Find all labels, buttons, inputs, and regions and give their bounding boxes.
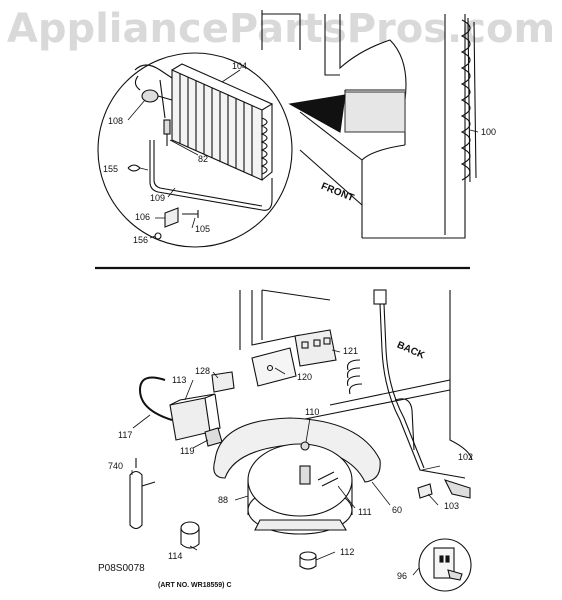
callout-112: 112: [340, 547, 355, 557]
callout-104: 104: [232, 61, 248, 71]
grommet-part-112: [299, 551, 317, 570]
callout-100: 100: [481, 127, 497, 137]
mounting-saddle-part-60: [213, 417, 381, 483]
callout-106: 106: [135, 212, 151, 222]
callout-119: 119: [180, 446, 195, 456]
callout-121: 121: [343, 346, 359, 356]
wire-harness: [346, 289, 466, 479]
cover-part-119: [204, 427, 223, 447]
outlet-detail-part-96: [418, 538, 472, 592]
drain-tray: [344, 91, 406, 133]
callout-103: 103: [444, 501, 460, 511]
callout-102: 102: [458, 452, 474, 462]
callout-82: 82: [198, 154, 209, 164]
callout-156: 156: [133, 235, 149, 245]
leader-lines: [127, 69, 479, 576]
dryer-part-740: [129, 458, 156, 530]
machine-compartment-outline: [239, 289, 473, 461]
callout-105: 105: [195, 224, 211, 234]
callout-114: 114: [168, 551, 183, 561]
defrost-components: [134, 64, 173, 146]
compressor-part-88: [247, 441, 353, 535]
evaporator-coil-part-104: [171, 63, 274, 181]
callout-88: 88: [218, 495, 229, 505]
power-plug: [443, 479, 471, 499]
callout-109: 109: [150, 193, 166, 203]
wire-part-117: [138, 376, 173, 421]
callout-108: 108: [108, 116, 124, 126]
callout-155: 155: [103, 164, 119, 174]
callout-96: 96: [397, 571, 408, 581]
defrost-heater-part-109: [149, 140, 273, 211]
callout-120: 120: [297, 372, 313, 382]
diagram-code: P08S0078: [98, 563, 145, 574]
callout-740: 740: [108, 461, 124, 471]
callout-111: 111: [358, 507, 372, 517]
art-number: (ART NO. WR18559) C: [158, 582, 232, 589]
bracket-parts: [154, 207, 199, 240]
capacitor-part-114: [180, 521, 200, 549]
callout-110: 110: [305, 407, 320, 417]
defrost-timer-part-121: [251, 329, 337, 387]
callout-113: 113: [172, 375, 187, 385]
detail-pointer: [288, 94, 346, 133]
callout-117: 117: [118, 430, 133, 440]
condenser-coil-part-100: [460, 17, 477, 183]
callout-60: 60: [392, 505, 403, 515]
callout-128: 128: [195, 366, 211, 376]
